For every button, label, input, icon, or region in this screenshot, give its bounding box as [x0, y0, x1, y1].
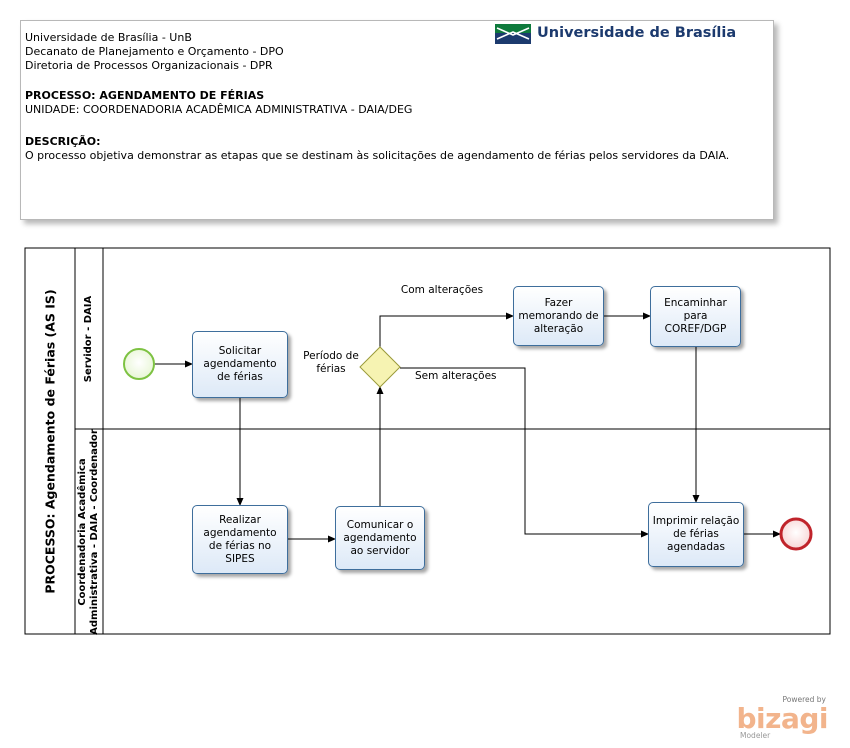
- bizagi-brand: bizagi: [736, 702, 829, 735]
- flow-label-sem-alteracoes: Sem alterações: [415, 370, 497, 382]
- header-box: Universidade de Brasília - UnB Decanato …: [20, 20, 774, 220]
- header-process: PROCESSO: AGENDAMENTO DE FÉRIAS: [25, 89, 265, 102]
- unb-logo-text: Universidade de Brasília: [537, 25, 737, 41]
- bizagi-modeler: Modeler: [740, 731, 771, 740]
- task-solicitar-agendamento[interactable]: Solicitar agendamento de férias: [192, 331, 288, 398]
- unb-logo-icon: [495, 24, 531, 44]
- header-line-university: Universidade de Brasília - UnB: [25, 31, 192, 44]
- bizagi-powered-by: Powered by: [782, 695, 826, 704]
- task-fazer-memorando[interactable]: Fazer memorando de alteração: [513, 286, 604, 346]
- header-description-title: DESCRIÇÃO:: [25, 135, 101, 148]
- pool-title-text: PROCESSO: Agendamento de Férias (AS IS): [42, 288, 58, 594]
- lane-title-servidor-text: Servidor - DAIA: [83, 295, 94, 382]
- task-comunicar-servidor[interactable]: Comunicar o agendamento ao servidor: [335, 506, 425, 570]
- lane-title-coordenador-line1: Coordenadoria Acadêmica: [77, 457, 88, 606]
- gateway-label: Período de férias: [303, 350, 359, 375]
- header-description-text: O processo objetiva demonstrar as etapas…: [25, 149, 730, 162]
- unb-logo: Universidade de Brasília: [495, 24, 736, 46]
- task-imprimir-relacao[interactable]: Imprimir relação de férias agendadas: [648, 502, 744, 567]
- exclusive-gateway: [359, 346, 401, 388]
- flow-label-com-alteracoes: Com alterações: [400, 284, 484, 296]
- lane-title-servidor: Servidor - DAIA: [75, 248, 103, 429]
- flow-gateway-sem-alteracoes: [400, 367, 649, 538]
- end-event: [779, 517, 813, 551]
- header-line-decanato: Decanato de Planejamento e Orçamento - D…: [25, 45, 284, 58]
- flow-gateway-com-alteracoes: [379, 312, 514, 347]
- task-encaminhar-coref[interactable]: Encaminhar para COREF/DGP: [650, 286, 741, 347]
- task-realizar-agendamento[interactable]: Realizar agendamento de férias no SIPES: [192, 505, 288, 574]
- start-event: [123, 348, 155, 380]
- lane-title-coordenador-line2: Administrativa - DAIA - Coordenador: [89, 428, 100, 635]
- header-line-diretoria: Diretoria de Processos Organizacionais -…: [25, 59, 273, 72]
- pool-title: PROCESSO: Agendamento de Férias (AS IS): [25, 248, 75, 634]
- header-unit: UNIDADE: COORDENADORIA ACADÊMICA ADMINIS…: [25, 103, 413, 116]
- bizagi-watermark: Powered by bizagi Modeler: [736, 695, 829, 741]
